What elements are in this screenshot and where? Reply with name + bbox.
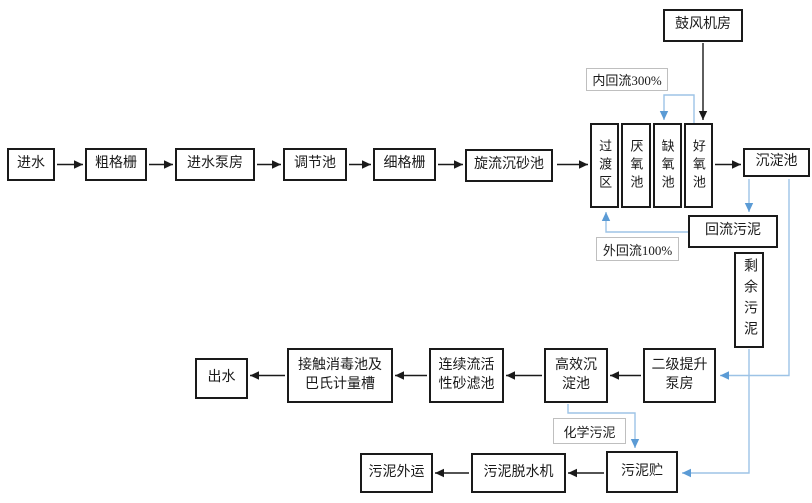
- node-sand-filter: 连续流活 性砂滤池: [429, 348, 504, 403]
- node-inlet-pump-house-label: 进水泵房: [187, 156, 243, 172]
- node-sludge-storage: 污泥贮: [606, 451, 678, 493]
- line-internal-recycle-aerobic-to-anoxic: [659, 94, 695, 123]
- node-coarse-screen: 粗格栅: [85, 148, 147, 181]
- bioreactor-transition-zone-label: 过渡区: [597, 138, 613, 193]
- node-secondary-lift-pump-house-line2: 泵房: [665, 376, 694, 392]
- node-fine-screen: 细格栅: [373, 148, 436, 181]
- node-bioreactor: 过渡区 厌氧池 缺氧池 好氧池: [590, 123, 713, 208]
- node-excess-sludge-label: 剩余污泥: [742, 258, 757, 342]
- node-inlet-pump-house: 进水泵房: [175, 148, 255, 181]
- line-return-sludge-to-transition-zone: [601, 212, 688, 233]
- node-outflow: 出水: [195, 358, 248, 399]
- bioreactor-transition-zone: 过渡区: [590, 123, 620, 208]
- label-chemical-sludge: 化学污泥: [553, 418, 626, 444]
- node-regulating-tank: 调节池: [283, 148, 347, 181]
- node-high-efficiency-sedimentation: 高效沉 淀池: [544, 348, 608, 403]
- node-blower-room-label: 鼓风机房: [675, 17, 731, 33]
- label-internal-recycle-text: 内回流300%: [592, 73, 662, 88]
- node-secondary-lift-pump-house: 二级提升 泵房: [643, 348, 716, 403]
- node-sludge-transport: 污泥外运: [360, 453, 433, 493]
- node-high-efficiency-sedimentation-line2: 淀池: [562, 376, 590, 392]
- bioreactor-anaerobic-tank: 厌氧池: [621, 123, 651, 208]
- node-blower-room: 鼓风机房: [663, 9, 743, 42]
- node-secondary-lift-pump-house-line1: 二级提升: [651, 358, 708, 374]
- node-contact-disinfection-line1: 接触消毒池及: [298, 358, 382, 374]
- node-coarse-screen-label: 粗格栅: [95, 156, 137, 172]
- node-regulating-tank-label: 调节池: [294, 156, 336, 172]
- bioreactor-aerobic-tank: 好氧池: [683, 123, 713, 208]
- node-fine-screen-label: 细格栅: [383, 156, 426, 172]
- node-sludge-storage-label: 污泥贮: [621, 463, 663, 479]
- node-sludge-dewatering: 污泥脱水机: [471, 453, 566, 493]
- label-chemical-sludge-text: 化学污泥: [563, 424, 616, 440]
- node-grit-chamber-label: 旋流沉砂池: [474, 157, 544, 173]
- node-contact-disinfection: 接触消毒池及 巴氏计量槽: [287, 348, 393, 403]
- bioreactor-anoxic-tank: 缺氧池: [652, 123, 682, 208]
- node-outflow-label: 出水: [207, 370, 236, 386]
- bioreactor-aerobic-tank-label: 好氧池: [690, 138, 706, 193]
- node-excess-sludge: 剩余污泥: [734, 252, 764, 348]
- label-external-recycle: 外回流100%: [596, 237, 679, 261]
- node-sludge-dewatering-label: 污泥脱水机: [483, 464, 554, 480]
- node-sludge-transport-label: 污泥外运: [368, 464, 425, 480]
- node-sand-filter-line1: 连续流活: [438, 358, 495, 374]
- label-internal-recycle: 内回流300%: [586, 68, 668, 91]
- bioreactor-anaerobic-tank-label: 厌氧池: [628, 138, 644, 193]
- bioreactor-anoxic-tank-label: 缺氧池: [659, 138, 675, 193]
- node-sedimentation-tank-label: 沉淀池: [755, 154, 798, 170]
- node-sand-filter-line2: 性砂滤池: [438, 376, 495, 392]
- node-inflow-label: 进水: [17, 156, 45, 172]
- node-grit-chamber: 旋流沉砂池: [465, 149, 553, 182]
- node-return-sludge-label: 回流污泥: [705, 223, 761, 239]
- node-high-efficiency-sedimentation-line1: 高效沉: [555, 358, 597, 374]
- node-return-sludge: 回流污泥: [688, 215, 778, 248]
- node-inflow: 进水: [7, 148, 55, 181]
- label-external-recycle-text: 外回流100%: [602, 242, 673, 258]
- node-sedimentation-tank: 沉淀池: [743, 148, 810, 177]
- node-contact-disinfection-line2: 巴氏计量槽: [305, 376, 375, 392]
